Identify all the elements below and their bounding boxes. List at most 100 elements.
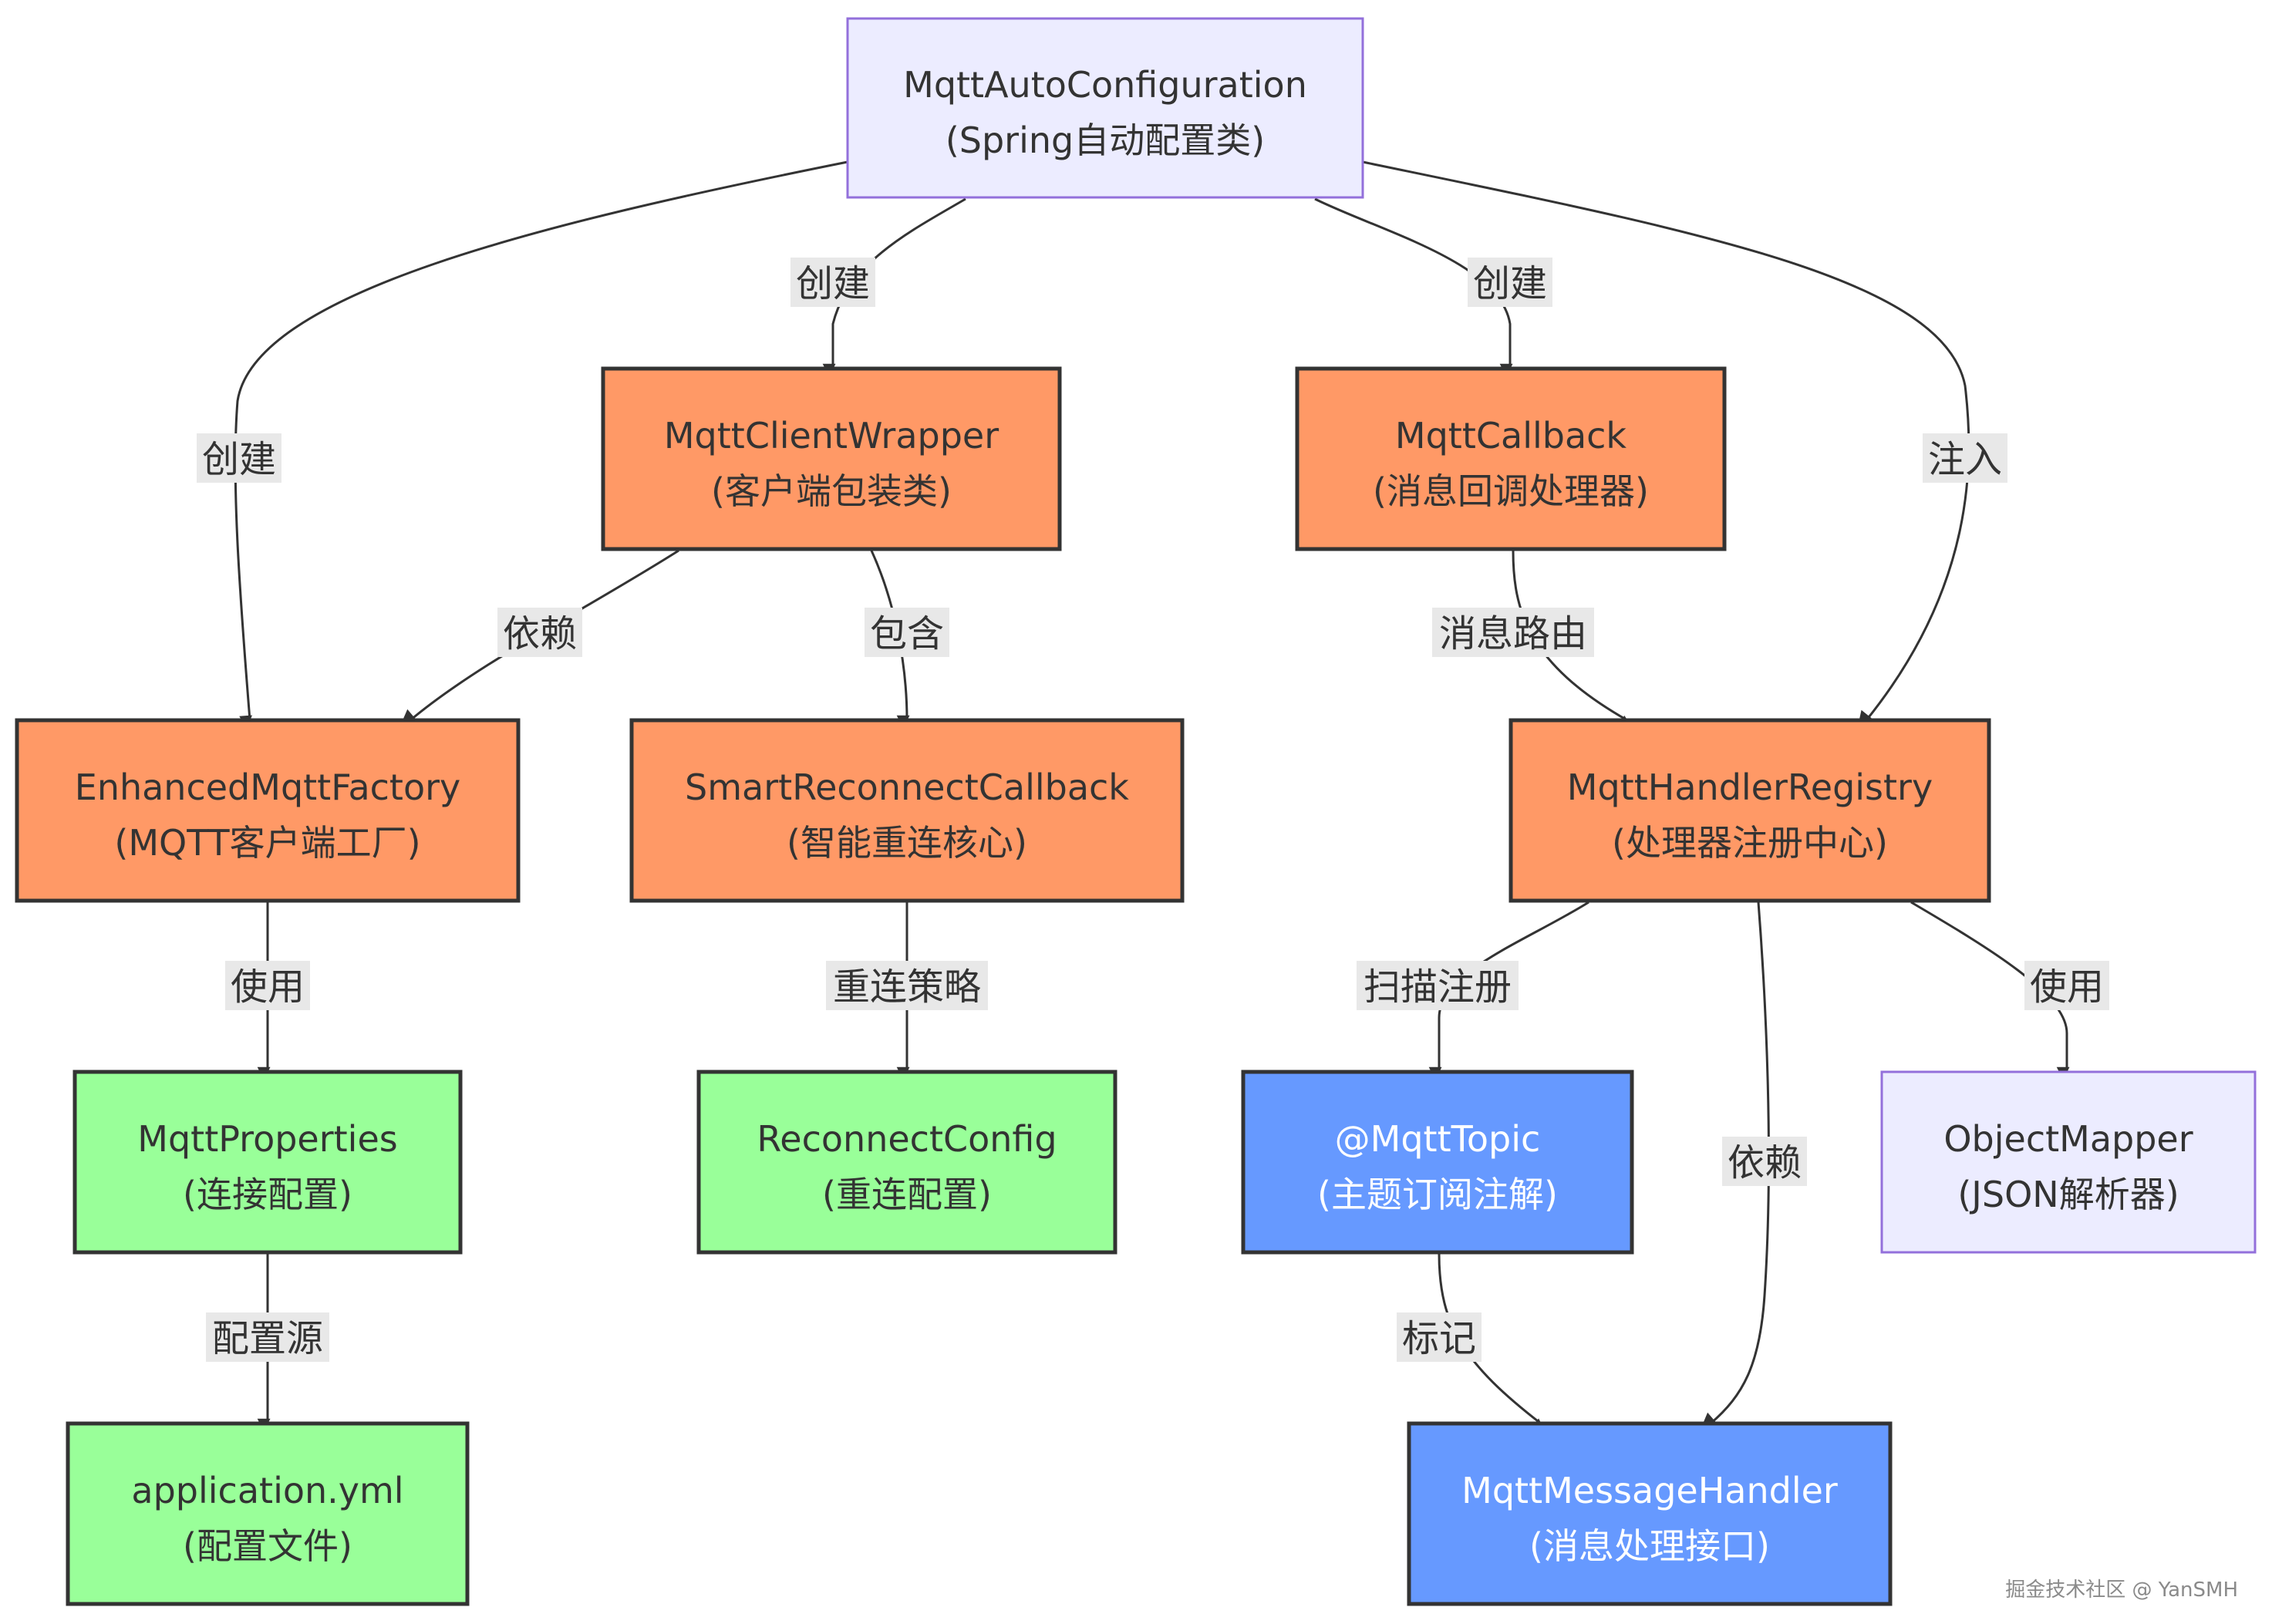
node-yml[interactable]: application.yml (配置文件) [66,1421,470,1606]
edge-label-background [197,433,281,483]
edge-label-e8: 使用 [225,961,310,1010]
node-factory[interactable]: EnhancedMqttFactory (MQTT客户端工厂) [15,718,521,903]
node-title: ObjectMapper [1943,1118,2193,1160]
edge-label-e5: 依赖 [497,608,582,657]
node-title: MqttClientWrapper [664,415,999,457]
node-box [846,17,1364,199]
node-mapper[interactable]: ObjectMapper (JSON解析器) [1880,1070,2257,1254]
edge-label-text: 创建 [796,262,870,305]
node-subtitle: (智能重连核心) [787,822,1027,864]
edge-label-e2: 创建 [790,258,875,307]
edge-label-e13: 配置源 [206,1312,329,1362]
node-topic[interactable]: @MqttTopic (主题订阅注解) [1241,1070,1634,1255]
node-box [66,1421,470,1606]
edge-label-e3: 创建 [1468,258,1552,307]
node-subtitle: (消息回调处理器) [1373,470,1649,512]
node-box [601,366,1062,551]
node-box [15,718,521,903]
edge-label-text: 重连策略 [833,965,981,1009]
edge-label-e7: 消息路由 [1432,608,1594,657]
node-reconn[interactable]: ReconnectConfig (重连配置) [696,1070,1117,1255]
edge-label-e1: 创建 [197,433,281,483]
edge-label-text: 配置源 [212,1317,323,1360]
edge-label-text: 依赖 [503,612,577,655]
edge-label-text: 使用 [2030,965,2104,1009]
edge-label-e4: 注入 [1923,433,2007,483]
node-box [629,718,1185,903]
edge-label-background [826,961,988,1010]
node-wrapper[interactable]: MqttClientWrapper (客户端包装类) [601,366,1062,551]
edge-label-background [1923,433,2007,483]
nodes: MqttAutoConfiguration (Spring自动配置类) MqttCl… [15,17,2257,1606]
node-box [1295,366,1727,551]
node-box [72,1070,463,1255]
node-box [1508,718,1991,903]
edge-label-text: 依赖 [1728,1141,1802,1184]
node-title: MqttAutoConfiguration [903,64,1307,106]
node-props[interactable]: MqttProperties (连接配置) [72,1070,463,1255]
node-subtitle: (连接配置) [183,1174,352,1215]
edge-registry-to-handler [1701,901,1770,1427]
node-title: MqttMessageHandler [1461,1470,1838,1511]
edge-registry-to-mapper [1910,901,2070,1080]
edge-label-background [2024,961,2109,1010]
node-subtitle: (主题订阅注解) [1317,1174,1558,1215]
node-box [1407,1421,1893,1606]
edge-label-e14: 标记 [1397,1312,1482,1362]
watermark: 掘金技术社区 @ YanSMH [2005,1579,2238,1602]
edge-label-text: 包含 [870,612,944,655]
node-box [696,1070,1117,1255]
node-subtitle: (Spring自动配置类) [946,120,1265,161]
edge-label-text: 标记 [1402,1317,1476,1360]
edge-label-e6: 包含 [865,608,949,657]
edge-label-e10: 扫描注册 [1357,961,1519,1010]
node-title: @MqttTopic [1335,1118,1541,1160]
node-title: application.yml [131,1470,403,1511]
edge-label-text: 使用 [231,965,305,1009]
edge-label-e12: 使用 [2024,961,2109,1010]
edge-label-text: 创建 [202,438,276,481]
node-title: MqttProperties [137,1118,397,1160]
node-title: MqttHandlerRegistry [1567,767,1933,808]
edge-label-background [790,258,875,307]
edge-label-text: 注入 [1928,438,2002,481]
edge-label-text: 创建 [1473,262,1547,305]
node-title: MqttCallback [1395,415,1627,457]
edge-auto-to-factory [234,160,848,729]
edge-auto-to-wrapper [822,197,966,377]
edge-auto-to-callback [1314,197,1513,377]
node-handler[interactable]: MqttMessageHandler (消息处理接口) [1407,1421,1893,1606]
edge-label-background [1357,961,1519,1010]
node-title: SmartReconnectCallback [685,767,1129,808]
edge-label-text: 消息路由 [1439,612,1587,655]
edge-labels: 创建创建创建注入依赖包含消息路由使用重连策略扫描注册依赖使用配置源标记 [197,258,2109,1362]
node-subtitle: (客户端包装类) [711,470,952,512]
edge-label-background [1397,1312,1482,1362]
edge-auto-to-registry [1362,160,1970,725]
node-title: EnhancedMqttFactory [75,767,461,808]
node-subtitle: (MQTT客户端工厂) [114,822,420,864]
edge-label-background [1722,1137,1807,1186]
edge-label-text: 扫描注册 [1364,965,1512,1009]
node-box [1880,1070,2257,1254]
node-subtitle: (重连配置) [822,1174,992,1215]
node-callback[interactable]: MqttCallback (消息回调处理器) [1295,366,1727,551]
node-box [1241,1070,1634,1255]
node-title: ReconnectConfig [757,1118,1057,1160]
node-subtitle: (处理器注册中心) [1612,822,1888,864]
edge-label-background [1468,258,1552,307]
node-subtitle: (JSON解析器) [1957,1174,2179,1215]
node-auto[interactable]: MqttAutoConfiguration (Spring自动配置类) [846,17,1364,199]
edge-label-background [497,608,582,657]
node-subtitle: (消息处理接口) [1529,1525,1770,1567]
edge-label-background [1432,608,1594,657]
edge-label-background [225,961,310,1010]
node-registry[interactable]: MqttHandlerRegistry (处理器注册中心) [1508,718,1991,903]
edge-label-background [206,1312,329,1362]
node-subtitle: (配置文件) [183,1525,352,1567]
node-smart[interactable]: SmartReconnectCallback (智能重连核心) [629,718,1185,903]
edge-label-e9: 重连策略 [826,961,988,1010]
edge-label-e11: 依赖 [1722,1137,1807,1186]
edge-label-background [865,608,949,657]
